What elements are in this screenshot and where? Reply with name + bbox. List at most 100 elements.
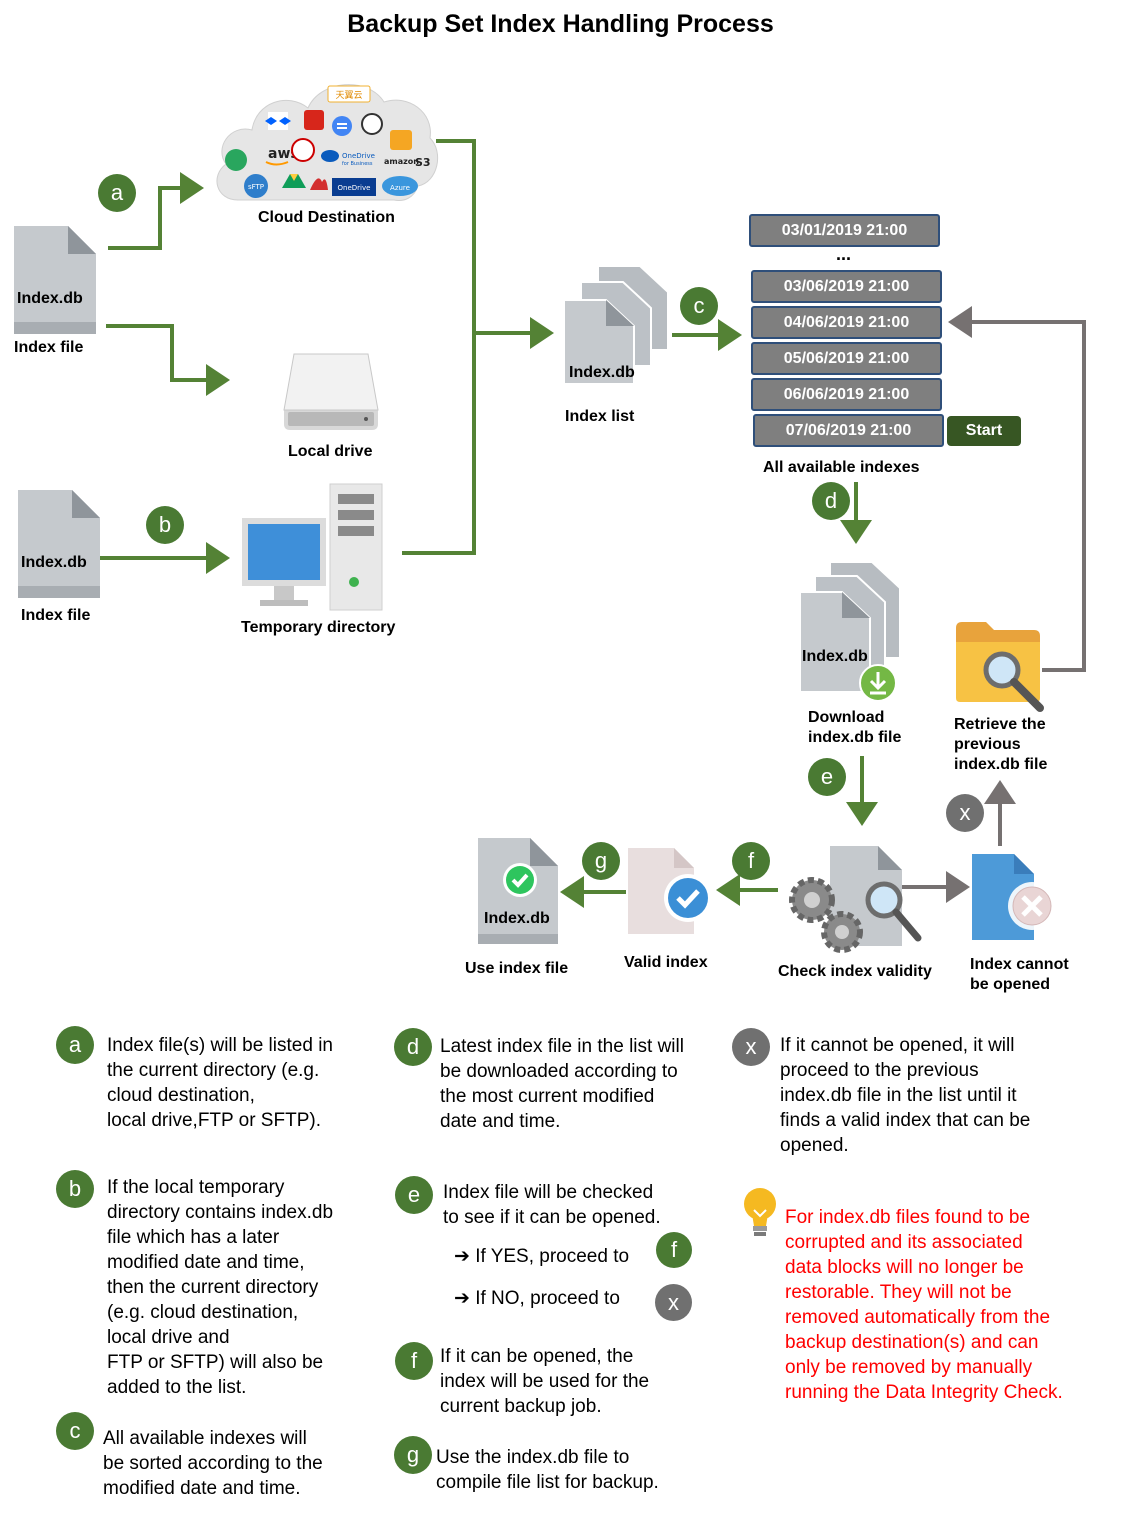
all-available-indexes-label: All available indexes (763, 459, 920, 476)
legend-c-line: modified date and time. (103, 1478, 301, 1499)
magnifier-icon (983, 651, 1021, 689)
check-validity-label: Check index validity (778, 963, 932, 980)
sftp-logo (244, 174, 268, 198)
legend-a-line: the current directory (e.g. (107, 1060, 320, 1081)
legend-b-line: FTP or SFTP) will also be (107, 1352, 324, 1373)
dropbox-glyph (265, 117, 291, 125)
arrow-right-icon: ➔ (454, 1287, 470, 1309)
gear-icon (789, 877, 863, 953)
legend-badge-g: g (394, 1436, 432, 1474)
cannot-open-label-2: be opened (970, 976, 1051, 993)
note-line: running the Data Integrity Check. (785, 1382, 1063, 1403)
google-cloud-logo (332, 116, 352, 136)
legend-g-text: Use the index.db file to compile file li… (436, 1445, 659, 1495)
legend-g-line: Use the index.db file to (436, 1447, 630, 1468)
download-index-text: Index.db (802, 648, 868, 665)
legend-badge-b: b (56, 1170, 94, 1208)
legend-f-line: If it can be opened, the (440, 1346, 634, 1367)
legend-x-line: index.db file in the list until it (780, 1085, 1017, 1106)
legend-b-line: If the local temporary (107, 1177, 285, 1198)
note-line: data blocks will no longer be (785, 1257, 1024, 1278)
onedrive-business-text: OneDrive (342, 152, 375, 160)
index-file-icon (14, 226, 96, 334)
index-list-label: Index list (565, 408, 635, 425)
legend-x-line: If it cannot be opened, it will (780, 1035, 1015, 1056)
legend-c-line: be sorted according to the (103, 1453, 323, 1474)
arrow-a-to-cloud (108, 172, 204, 250)
legend-b-text: If the local temporary directory contain… (107, 1175, 333, 1400)
tianyi-text: 天翼云 (335, 90, 362, 101)
diagram-title: Backup Set Index Handling Process (347, 10, 774, 38)
valid-index-label: Valid index (624, 954, 708, 971)
index-file-2-label: Index file (21, 607, 91, 624)
computer-icon (242, 483, 383, 611)
legend-e-badge-f: f (656, 1232, 692, 1268)
legend-x-line: proceed to the previous (780, 1060, 979, 1081)
legend-e-line: Index file will be checked (443, 1182, 654, 1203)
legend-x-line: opened. (780, 1135, 849, 1156)
index-file-2-text: Index.db (21, 554, 87, 571)
s3-text: S3 (415, 156, 431, 169)
legend-badge-c: c (56, 1412, 94, 1450)
badge-f: f (732, 842, 770, 880)
cloud-destination-label: Cloud Destination (258, 209, 395, 226)
date-ellipsis: ... (836, 244, 852, 264)
index-file-1-text: Index.db (17, 290, 83, 307)
arrow-retrieve-to-date (948, 306, 1086, 672)
note-line: removed automatically from the (785, 1307, 1051, 1328)
retrieve-label-2: previous (954, 736, 1021, 753)
note-line: For index.db files found to be (785, 1207, 1031, 1228)
temporary-directory-label: Temporary directory (241, 619, 396, 636)
sftp-text: sFTP (248, 183, 264, 191)
onedrive-business-sub: for Business (342, 161, 373, 167)
badge-d: d (812, 482, 850, 520)
legend-b-line: file which has a later (107, 1227, 280, 1248)
local-drive-label: Local drive (288, 443, 373, 460)
legend-e-line: to see if it can be opened. (443, 1207, 661, 1228)
corruption-note: For index.db files found to be corrupted… (785, 1205, 1063, 1405)
index-list-icon (563, 265, 669, 385)
retrieve-label-3: index.db file (954, 756, 1048, 773)
use-index-file-icon (478, 838, 558, 944)
legend-e-no: ➔ If NO, proceed to (454, 1286, 620, 1311)
retrieve-label-1: Retrieve the (954, 716, 1046, 733)
red-app-logo (304, 110, 324, 130)
legend-f-line: current backup job. (440, 1396, 602, 1417)
badge-g: g (582, 842, 620, 880)
tianyi-logo (327, 85, 371, 103)
cannot-open-label-1: Index cannot (970, 956, 1069, 973)
index-file-icon-2 (18, 490, 100, 598)
date-item-3: 04/06/2019 21:00 (751, 306, 942, 339)
dropbox-logo (268, 112, 288, 130)
date-item-6: 07/06/2019 21:00 (753, 414, 944, 447)
legend-b-line: directory contains index.db (107, 1202, 334, 1223)
legend-b-line: then the current directory (107, 1277, 319, 1298)
onedrive-text: OneDrive (338, 184, 371, 192)
legend-badge-e: e (395, 1176, 433, 1214)
arrow-index-to-local-drive (106, 324, 230, 396)
date-item-5: 06/06/2019 21:00 (751, 378, 942, 411)
folder-search-icon (956, 622, 1044, 712)
cloud-icon: 天翼云 aws OneDrive for Business amazon S3 … (216, 84, 439, 201)
badge-b: b (146, 506, 184, 544)
legend-d-line: Latest index file in the list will (440, 1036, 684, 1057)
legend-b-line: (e.g. cloud destination, (107, 1302, 299, 1323)
azure-logo (382, 176, 418, 196)
invalid-file-icon (972, 854, 1056, 940)
legend-b-line: added to the list. (107, 1377, 247, 1398)
index-file-1-label: Index file (14, 339, 84, 356)
check-validity-icon (789, 846, 922, 953)
legend-e-yes: ➔ If YES, proceed to (454, 1244, 629, 1269)
legend-a-line: local drive,FTP or SFTP). (107, 1110, 321, 1131)
download-label-1: Download (808, 709, 885, 726)
orange-box-logo (390, 130, 412, 150)
local-drive-icon (283, 353, 379, 430)
legend-a-text: Index file(s) will be listed in the curr… (107, 1033, 333, 1133)
date-item-2: 03/06/2019 21:00 (751, 270, 942, 303)
legend-e-yes-text: If YES, proceed to (475, 1246, 630, 1267)
azure-text: Azure (390, 184, 410, 192)
date-item-1: 03/01/2019 21:00 (749, 214, 940, 247)
download-index-icon (799, 561, 901, 702)
legend-badge-d: d (394, 1028, 432, 1066)
check-circle-icon (668, 878, 708, 918)
